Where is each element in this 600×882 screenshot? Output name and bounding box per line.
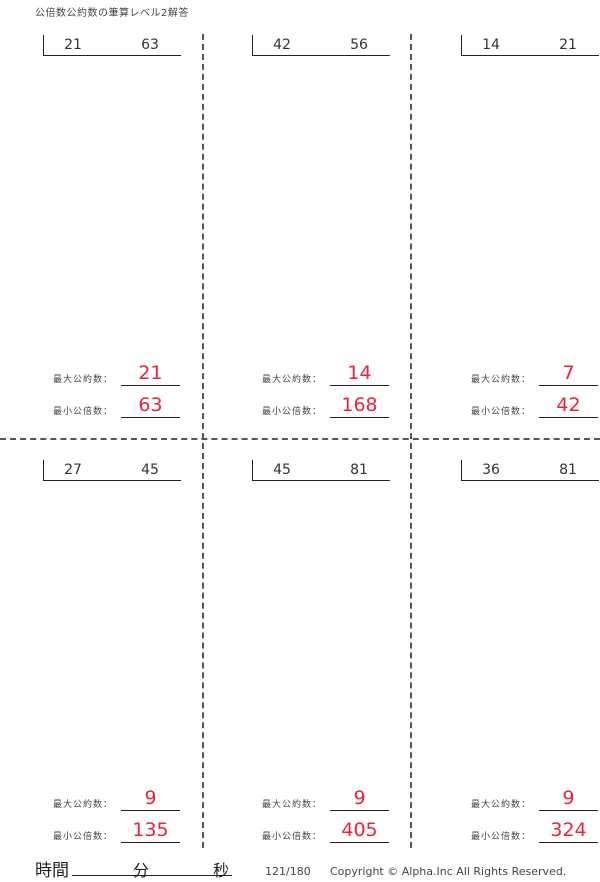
number-a: 36 [482,462,500,478]
gcd-label: 最大公約数： [471,800,532,810]
number-b: 21 [559,37,577,53]
lcm-answer: 42 [556,394,581,416]
column-divider [410,34,412,848]
gcd-answer-line [330,385,389,386]
division-bracket [43,460,181,481]
lcm-answer-line [539,842,598,843]
gcd-label: 最大公約数： [262,800,323,810]
page-number: 121/180 [265,865,311,878]
division-bracket [43,35,181,56]
number-b: 56 [350,37,368,53]
problem-cell: 36 81 最大公約数： 9 最小公倍数： 324 [418,460,600,860]
problem-cell: 21 63 最大公約数： 21 最小公倍数： 63 [0,35,203,435]
gcd-answer-line [121,385,180,386]
problem-cell: 45 81 最大公約数： 9 最小公倍数： 405 [209,460,412,860]
problem-cell: 14 21 最大公約数： 7 最小公倍数： 42 [418,35,600,435]
gcd-answer-line [539,385,598,386]
copyright: Copyright © Alpha.Inc All Rights Reserve… [330,865,567,878]
time-label: 時間 [35,861,69,881]
number-b: 81 [350,462,368,478]
lcm-label: 最小公倍数： [53,407,114,417]
time-answer-line [72,875,232,876]
number-b: 45 [141,462,159,478]
minutes-label: 分 [133,861,150,880]
gcd-answer: 14 [347,362,372,384]
gcd-label: 最大公約数： [262,375,323,385]
lcm-label: 最小公倍数： [471,832,532,842]
division-bracket [252,35,390,56]
number-b: 63 [141,37,159,53]
number-a: 27 [64,462,82,478]
lcm-answer-line [330,842,389,843]
problem-cell: 42 56 最大公約数： 14 最小公倍数： 168 [209,35,412,435]
division-bracket [252,460,390,481]
gcd-answer: 21 [138,362,163,384]
lcm-label: 最小公倍数： [53,832,114,842]
lcm-label: 最小公倍数： [262,407,323,417]
worksheet-title: 公倍数公約数の筆算レベル2解答 [35,8,189,19]
division-bracket [461,35,599,56]
number-a: 45 [273,462,291,478]
gcd-answer-line [121,810,180,811]
lcm-answer-line [330,417,389,418]
gcd-label: 最大公約数： [53,800,114,810]
lcm-label: 最小公倍数： [471,407,532,417]
gcd-answer-line [539,810,598,811]
gcd-label: 最大公約数： [53,375,114,385]
problem-cell: 27 45 最大公約数： 9 最小公倍数： 135 [0,460,203,860]
lcm-label: 最小公倍数： [262,832,323,842]
gcd-answer: 9 [144,787,157,809]
gcd-answer: 9 [562,787,575,809]
gcd-answer: 7 [562,362,575,384]
number-a: 14 [482,37,500,53]
lcm-answer: 135 [132,819,169,841]
number-b: 81 [559,462,577,478]
lcm-answer-line [539,417,598,418]
lcm-answer: 63 [138,394,163,416]
lcm-answer: 168 [341,394,378,416]
column-divider [202,34,204,848]
gcd-answer-line [330,810,389,811]
gcd-answer: 9 [353,787,366,809]
number-a: 21 [64,37,82,53]
gcd-label: 最大公約数： [471,375,532,385]
number-a: 42 [273,37,291,53]
lcm-answer: 405 [341,819,378,841]
seconds-label: 秒 [213,861,230,880]
division-bracket [461,460,599,481]
lcm-answer-line [121,417,180,418]
lcm-answer: 324 [550,819,587,841]
lcm-answer-line [121,842,180,843]
row-divider [0,438,600,440]
